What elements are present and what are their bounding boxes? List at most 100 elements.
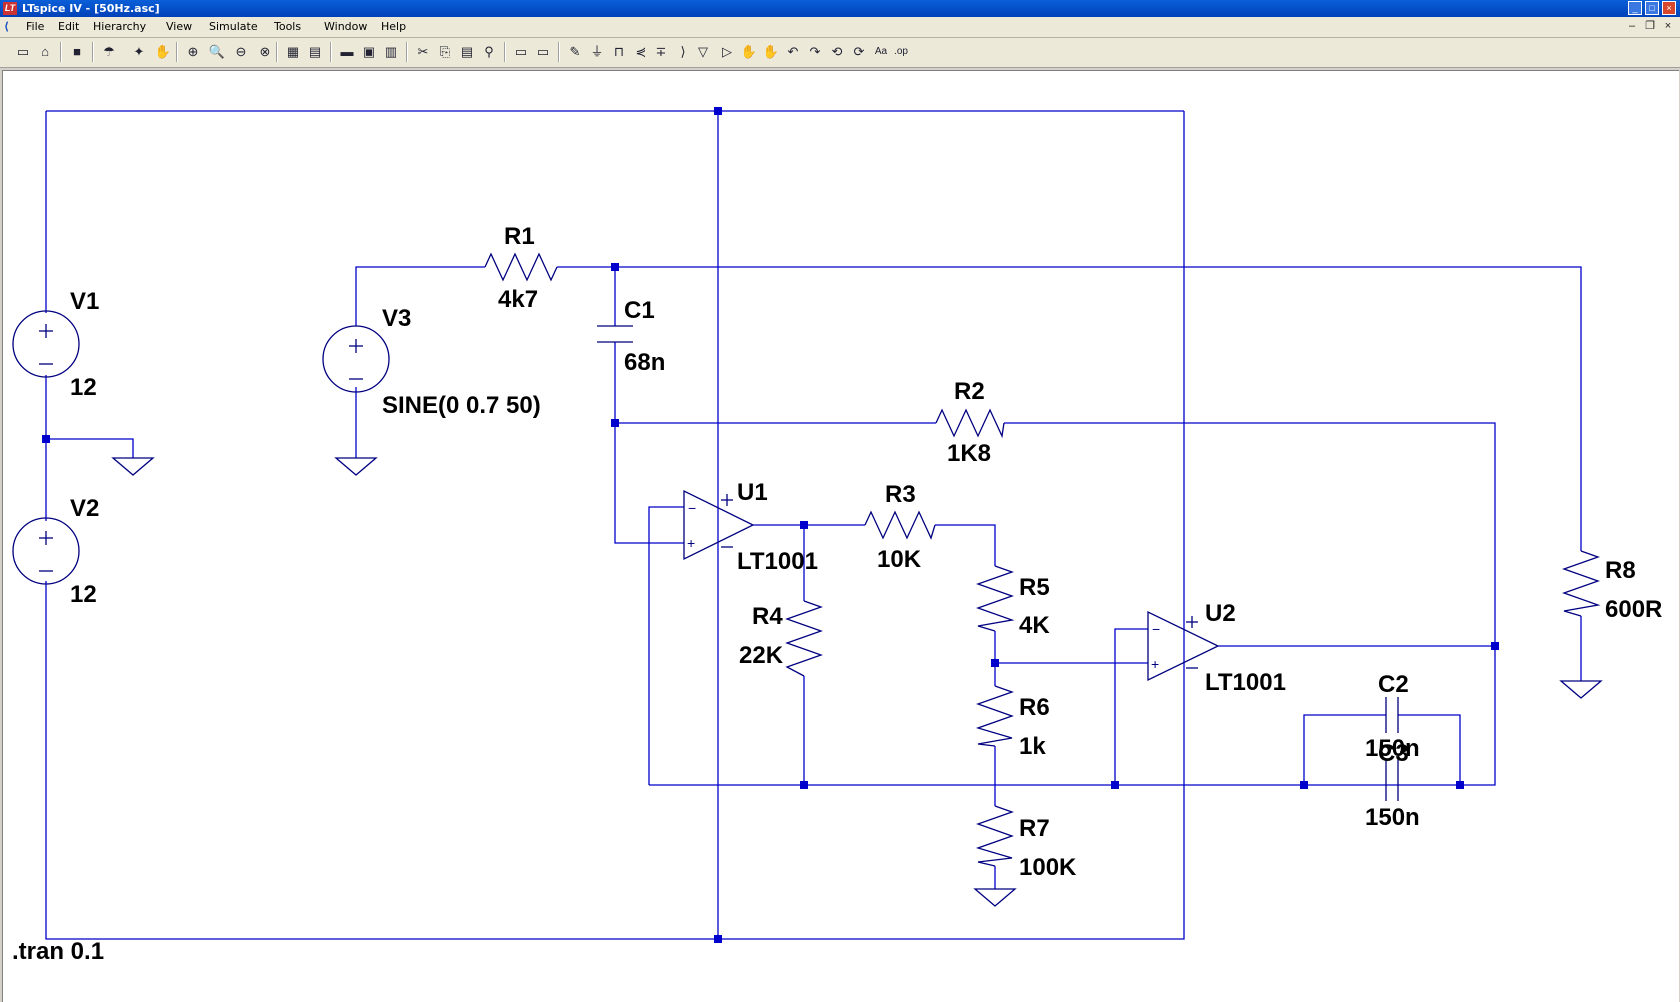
r3-ref[interactable]: R3 [885, 481, 916, 508]
autorange-icon[interactable]: ▦ [286, 44, 300, 59]
cascade-icon[interactable]: ▣ [362, 44, 376, 59]
halt-icon[interactable]: ✋ [154, 44, 172, 59]
mdi-minimize-icon[interactable]: – [1628, 20, 1636, 32]
resistor-r5 [976, 565, 1015, 632]
inductor-icon[interactable]: ⟩ [680, 44, 686, 59]
r4-ref[interactable]: R4 [752, 603, 783, 630]
rotate-icon[interactable]: ⟲ [831, 44, 843, 59]
v3-value[interactable]: SINE(0 0.7 50) [382, 392, 541, 419]
r6-ref[interactable]: R6 [1019, 694, 1050, 721]
zoom-in-icon[interactable]: ⊕ [187, 44, 199, 59]
open-icon[interactable]: ⌂ [41, 44, 49, 59]
resistor-r3 [864, 510, 936, 540]
r2-ref[interactable]: R2 [954, 378, 985, 405]
zoom-fit-icon[interactable]: ⊗ [259, 44, 271, 59]
text-icon[interactable]: Aa [874, 46, 888, 57]
waveform-icon[interactable]: ▤ [308, 44, 322, 59]
ground-icon[interactable]: ⏚ [590, 44, 604, 59]
cut-icon[interactable]: ✂ [417, 44, 429, 59]
r2-value[interactable]: 1K8 [947, 440, 991, 467]
close-icon[interactable]: × [1662, 1, 1676, 15]
copy-icon[interactable]: ⎘ [439, 44, 451, 59]
r8-value[interactable]: 600R [1605, 596, 1662, 623]
r5-value[interactable]: 4K [1019, 612, 1050, 639]
c2-ref[interactable]: C2 [1378, 671, 1409, 698]
u2-value[interactable]: LT1001 [1205, 669, 1286, 696]
menu-bar: ⟨ File Edit Hierarchy View Simulate Tool… [0, 17, 1680, 38]
wire-icon[interactable]: ✎ [569, 44, 581, 59]
paste-icon[interactable]: ▤ [460, 44, 474, 59]
c3-value[interactable]: 150n [1365, 804, 1420, 831]
menu-view[interactable]: View [166, 20, 193, 33]
mdi-close-icon[interactable]: × [1664, 20, 1672, 32]
menu-file[interactable]: File [26, 20, 45, 33]
r1-value[interactable]: 4k7 [498, 286, 538, 313]
r4-value[interactable]: 22K [739, 642, 784, 669]
minimize-icon[interactable]: _ [1628, 1, 1642, 15]
control-panel-icon[interactable]: ☂ [103, 44, 115, 59]
c2-value[interactable]: 150n [1365, 735, 1420, 762]
r7-value[interactable]: 100K [1019, 854, 1077, 881]
u1-inverting-pin: − [688, 500, 696, 516]
move-icon[interactable]: ✋ [740, 44, 758, 59]
resistor-r7 [975, 805, 1014, 867]
spice-directive-icon[interactable]: .op [894, 46, 908, 57]
resistor-icon[interactable]: ⋞ [635, 44, 647, 59]
r8-ref[interactable]: R8 [1605, 557, 1636, 584]
diode-icon[interactable]: ▽ [698, 44, 708, 59]
r3-value[interactable]: 10K [877, 546, 922, 573]
spice-directive[interactable]: .tran 0.1 [12, 938, 104, 965]
mdi-restore-icon[interactable]: ❐ [1645, 20, 1655, 32]
r1-ref[interactable]: R1 [504, 223, 535, 250]
menu-tools[interactable]: Tools [274, 20, 302, 33]
find-icon[interactable]: ⚲ [484, 44, 494, 59]
tile-vertical-icon[interactable]: ▥ [384, 44, 398, 59]
v2-value[interactable]: 12 [70, 581, 97, 608]
voltage-source-v1 [12, 310, 80, 378]
print-icon[interactable]: ▭ [536, 44, 550, 59]
redo-icon[interactable]: ↷ [809, 44, 821, 59]
ground-symbols [111, 457, 1603, 907]
save-icon[interactable]: ■ [73, 44, 81, 59]
new-schematic-icon[interactable]: ▭ [16, 44, 30, 59]
u1-value[interactable]: LT1001 [737, 548, 818, 575]
menu-window[interactable]: Window [324, 20, 368, 33]
c1-ref[interactable]: C1 [624, 297, 655, 324]
u1-ref[interactable]: U1 [737, 479, 768, 506]
ltspice-app-icon[interactable]: LT [3, 2, 17, 15]
label-net-icon[interactable]: ⊓ [613, 44, 625, 59]
mirror-icon[interactable]: ⟳ [853, 44, 865, 59]
document-icon[interactable]: ⟨ [4, 20, 10, 33]
menu-help[interactable]: Help [381, 20, 407, 33]
v3-ref[interactable]: V3 [382, 305, 411, 332]
v2-ref[interactable]: V2 [70, 495, 99, 522]
drag-icon[interactable]: ✋ [762, 44, 780, 59]
capacitor-icon[interactable]: ∓ [655, 44, 667, 59]
run-icon[interactable]: ✦ [133, 44, 145, 59]
zoom-out-icon[interactable]: ⊖ [235, 44, 247, 59]
zoom-pan-icon[interactable]: 🔍 [208, 44, 226, 59]
voltage-source-v2 [12, 517, 80, 585]
component-icon[interactable]: ▷ [722, 44, 732, 59]
schematic-drawing[interactable]: − + − + V1 12 V2 12 V3 SINE(0 0.7 50) R1… [3, 71, 1679, 1002]
menu-edit[interactable]: Edit [58, 20, 80, 33]
c3-ref[interactable]: C3 [1378, 740, 1409, 767]
tile-horizontal-icon[interactable]: ▬ [340, 44, 354, 59]
resistor-r1 [484, 252, 558, 282]
maximize-icon[interactable]: □ [1645, 1, 1659, 15]
r6-value[interactable]: 1k [1019, 733, 1046, 760]
voltage-source-v3 [322, 325, 390, 393]
menu-hierarchy[interactable]: Hierarchy [93, 20, 147, 33]
c1-value[interactable]: 68n [624, 349, 665, 376]
schematic-canvas[interactable]: − + − + V1 12 V2 12 V3 SINE(0 0.7 50) R1… [2, 70, 1679, 1002]
u2-ref[interactable]: U2 [1205, 600, 1236, 627]
undo-icon[interactable]: ↶ [787, 44, 799, 59]
r7-ref[interactable]: R7 [1019, 815, 1050, 842]
v1-ref[interactable]: V1 [70, 288, 99, 315]
v1-value[interactable]: 12 [70, 374, 97, 401]
resistor-r6 [975, 685, 1014, 747]
r5-ref[interactable]: R5 [1019, 574, 1050, 601]
menu-simulate[interactable]: Simulate [209, 20, 258, 33]
print-setup-icon[interactable]: ▭ [514, 44, 528, 59]
opamp-u1 [683, 489, 755, 561]
